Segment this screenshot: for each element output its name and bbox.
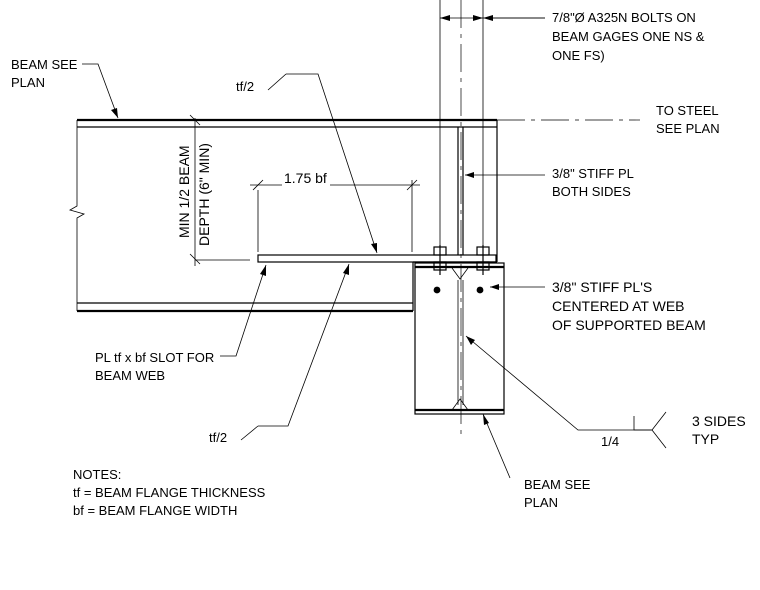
- arrowhead: [483, 15, 493, 21]
- slot-plate: [257, 254, 497, 263]
- to-steel-label-2: SEE PLAN: [656, 121, 720, 136]
- leader-tf2-top: [286, 73, 378, 254]
- arrowhead: [440, 15, 450, 21]
- bolt-right: [476, 245, 490, 294]
- weld-sides-label-2: TYP: [692, 431, 719, 447]
- stiff-centered-label-1: 3/8" STIFF PL'S: [552, 279, 652, 295]
- bolts-label-1: 7/8"Ø A325N BOLTS ON: [552, 10, 696, 25]
- pl-slot-label-1: PL tf x bf SLOT FOR: [95, 350, 214, 365]
- pl-slot-label-2: BEAM WEB: [95, 368, 165, 383]
- break-symbol: [68, 120, 86, 311]
- notes-line-1: tf = BEAM FLANGE THICKNESS: [73, 485, 266, 500]
- tf2-top-label: tf/2: [236, 79, 254, 94]
- stiff-both-label-1: 3/8" STIFF PL: [552, 166, 634, 181]
- to-steel-label-1: TO STEEL: [656, 103, 719, 118]
- min-half-beam-label-1: MIN 1/2 BEAM: [176, 145, 192, 238]
- leader-pl-slot: [220, 264, 267, 357]
- min-half-beam-label-2: DEPTH (6" MIN): [196, 143, 212, 246]
- notes-title: NOTES:: [73, 467, 121, 482]
- stiff-both-label-2: BOTH SIDES: [552, 184, 631, 199]
- supported-beam: [77, 118, 498, 313]
- beam-see-plan-top-2: PLAN: [11, 75, 45, 90]
- leader-beam-see-plan-top: [82, 63, 119, 119]
- leader-beam-see-plan-bottom: [482, 413, 511, 479]
- stiff-centered-label-2: CENTERED AT WEB: [552, 298, 685, 314]
- weld-tail: [651, 411, 667, 449]
- dim-175-label: 1.75 bf: [284, 170, 327, 186]
- notes-line-2: bf = BEAM FLANGE WIDTH: [73, 503, 237, 518]
- bolts-label-2: BEAM GAGES ONE NS &: [552, 29, 705, 44]
- weld-size-label: 1/4: [601, 434, 619, 449]
- beam-see-plan-bottom-2: PLAN: [524, 495, 558, 510]
- bolts-label-3: ONE FS): [552, 48, 605, 63]
- weld-sides-label-1: 3 SIDES: [692, 413, 746, 429]
- stiff-centered-label-3: OF SUPPORTED BEAM: [552, 317, 706, 333]
- leader-tf2-bottom: [258, 263, 350, 427]
- weld-fillet-symbol: [633, 416, 652, 431]
- bolt-left: [433, 245, 447, 294]
- tf2-bottom-label: tf/2: [209, 430, 227, 445]
- supporting-beam: [414, 262, 505, 415]
- beam-see-plan-bottom-1: BEAM SEE: [524, 477, 591, 492]
- arrowhead: [473, 15, 483, 21]
- leader-weld: [465, 335, 652, 431]
- beam-see-plan-top-1: BEAM SEE: [11, 57, 78, 72]
